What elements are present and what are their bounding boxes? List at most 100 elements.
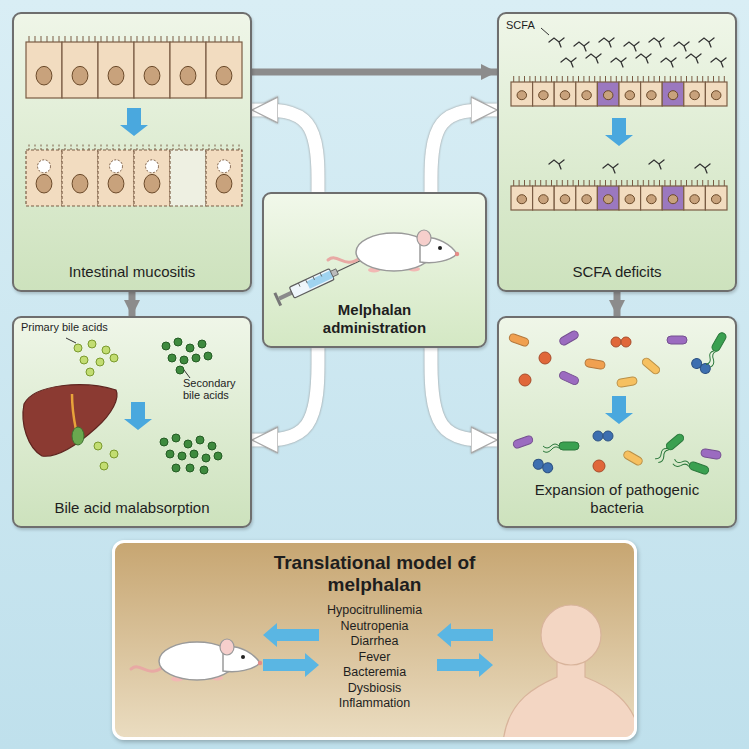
coccus — [539, 352, 551, 364]
secondary-bile-acid — [174, 338, 182, 346]
cell-body — [98, 150, 134, 206]
rod-bacterium — [616, 376, 637, 387]
secondary-bile-acid — [166, 450, 174, 458]
microvillus — [89, 144, 90, 150]
microvillus — [65, 144, 66, 150]
cell-body — [533, 82, 555, 106]
microvillus — [131, 144, 132, 150]
cell-nucleus — [668, 91, 678, 100]
microvillus — [137, 36, 138, 42]
cell-nucleus — [36, 66, 52, 85]
microvillus — [101, 36, 102, 42]
syringe-needle — [337, 261, 361, 272]
microvillus — [589, 76, 590, 82]
microvillus — [702, 76, 703, 82]
list-item: Inflammation — [339, 696, 411, 712]
scfa-molecule — [695, 164, 710, 173]
microvillus — [529, 76, 530, 82]
cell-nucleus — [108, 174, 124, 193]
epithelial-cell — [98, 36, 134, 98]
microvillus — [718, 76, 719, 82]
epithelial-cell — [511, 180, 533, 210]
leader-line — [66, 338, 76, 343]
list-item: Dysbiosis — [348, 681, 402, 697]
epithelial-cell — [62, 144, 98, 206]
rat-head — [420, 237, 457, 262]
secondary-bile-acid — [198, 340, 206, 348]
microvillus — [594, 76, 595, 82]
cell-nucleus — [108, 66, 124, 85]
microvillus — [179, 144, 180, 150]
microvillus — [203, 36, 204, 42]
cell-body — [705, 82, 727, 106]
microvillus — [648, 180, 649, 186]
secondary-bile-acid — [186, 464, 194, 472]
coccus — [621, 337, 631, 347]
microvillus — [83, 144, 84, 150]
cell-nucleus — [560, 91, 570, 100]
cell-body — [576, 186, 598, 210]
bacterium — [700, 448, 721, 459]
rat-foot — [368, 268, 380, 273]
epithelial-cell — [533, 180, 555, 210]
microvillus — [681, 76, 682, 82]
rod-bacterium — [512, 435, 534, 449]
bacterium — [584, 358, 605, 369]
cell-body — [134, 42, 170, 98]
microvillus — [155, 144, 156, 150]
cell-nucleus — [647, 195, 657, 204]
cell-body — [170, 42, 206, 98]
epithelial-cell — [170, 144, 206, 206]
cell-nucleus — [72, 174, 88, 193]
cell-body — [576, 82, 598, 106]
panel-title: SCFA deficits — [572, 263, 661, 281]
microvillus — [53, 144, 54, 150]
cell-body — [533, 186, 555, 210]
secondary-bile-acid — [204, 352, 212, 360]
microvillus — [29, 144, 30, 150]
cell-nucleus — [144, 66, 160, 85]
epithelial-cell — [62, 36, 98, 98]
scfa-molecule — [611, 58, 626, 67]
bacterium — [622, 450, 643, 467]
bacterium — [558, 330, 579, 347]
cell-nucleus — [625, 195, 635, 204]
secondary-bile-acid — [192, 354, 200, 362]
microvillus — [173, 144, 174, 150]
microvillus — [643, 180, 644, 186]
microvillus — [149, 144, 150, 150]
microvillus — [605, 180, 606, 186]
microvillus — [578, 76, 579, 82]
microvillus — [697, 180, 698, 186]
scfa-panel: SCFA deficits — [497, 12, 737, 292]
illustration — [264, 194, 485, 346]
rod-bacterium — [688, 461, 710, 475]
blue-arrow — [263, 623, 319, 647]
illustration — [499, 318, 735, 526]
secondary-bile-acid — [160, 438, 168, 446]
bacterium — [667, 336, 687, 344]
microvillus — [137, 144, 138, 150]
microvillus — [519, 180, 520, 186]
microvillus — [659, 76, 660, 82]
secondary-bile-acid — [190, 450, 198, 458]
blue-arrow — [605, 118, 633, 146]
microvillus — [540, 76, 541, 82]
microvillus — [41, 144, 42, 150]
annotation-text: SCFA — [506, 19, 546, 31]
illustration — [14, 14, 250, 290]
secondary-bile-acid — [180, 356, 188, 364]
syringe — [273, 254, 363, 306]
microvillus — [227, 36, 228, 42]
rat-ear — [417, 230, 431, 246]
cell-nucleus — [539, 195, 549, 204]
rod-bacterium — [667, 336, 687, 344]
bacterium — [532, 458, 554, 474]
microvillus — [546, 180, 547, 186]
illustration — [499, 14, 735, 290]
rod-bacterium — [508, 333, 530, 347]
list-item: Fever — [359, 650, 391, 666]
microvillus — [627, 76, 628, 82]
microvillus — [95, 144, 96, 150]
list-item: Neutropenia — [340, 619, 408, 635]
